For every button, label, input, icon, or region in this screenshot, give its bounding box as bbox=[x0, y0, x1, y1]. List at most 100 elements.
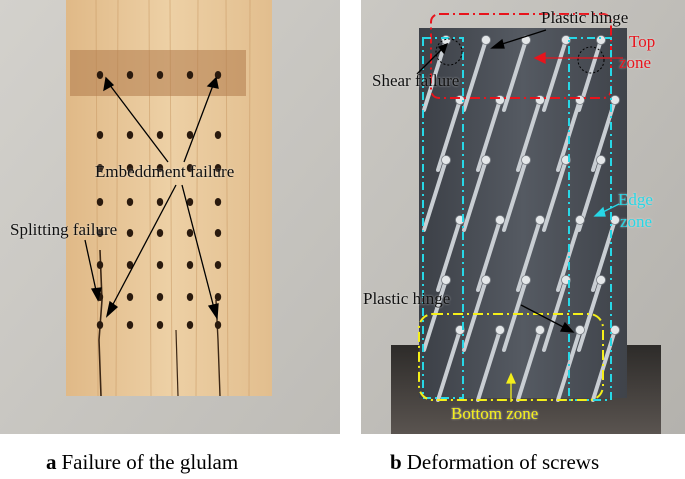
steel-plate bbox=[419, 28, 627, 398]
screw-hole bbox=[126, 293, 134, 301]
screw-hole bbox=[96, 131, 104, 139]
screw-hole bbox=[156, 164, 164, 172]
top-zone-arrow bbox=[533, 51, 623, 65]
screw-hole bbox=[96, 261, 104, 269]
screw-hole bbox=[186, 261, 194, 269]
screw-shaft bbox=[462, 158, 488, 232]
screw-shaft bbox=[577, 278, 603, 352]
shear-failure-circle bbox=[435, 38, 463, 66]
glulam-photo-drawing bbox=[0, 0, 340, 434]
screw-hole bbox=[96, 229, 104, 237]
shear-failure-label: Shear failure bbox=[372, 71, 460, 90]
screw-hole bbox=[214, 164, 222, 172]
edge-zone-box-left bbox=[422, 37, 464, 399]
screw-deformation-photo: Plastic hinge Top zone Shear failure Edg… bbox=[361, 0, 685, 434]
screw-head bbox=[535, 215, 545, 225]
screw-head bbox=[495, 95, 505, 105]
screw-shaft bbox=[436, 328, 462, 402]
edge-zone-label-line1: Edge bbox=[618, 190, 653, 209]
screw-photo-drawing bbox=[361, 0, 685, 434]
screw-head bbox=[596, 155, 606, 165]
screw-head bbox=[535, 95, 545, 105]
split-crack-mid bbox=[175, 329, 179, 397]
screw-hole bbox=[126, 198, 134, 206]
screw-hole bbox=[96, 164, 104, 172]
screw-head bbox=[575, 95, 585, 105]
edge-zone-arrow bbox=[593, 203, 620, 217]
screw-head bbox=[441, 155, 451, 165]
screw-head bbox=[596, 275, 606, 285]
edge-zone-box-right bbox=[568, 37, 612, 401]
glulam-failure-photo: Embeddment failure Splitting failure bbox=[0, 0, 340, 434]
screw-hole bbox=[126, 71, 134, 79]
screw-hole bbox=[156, 293, 164, 301]
screw-hole bbox=[186, 293, 194, 301]
screw-head bbox=[441, 275, 451, 285]
screw-hole bbox=[96, 321, 104, 329]
screw-shaft bbox=[422, 158, 448, 232]
caption-a-letter: a bbox=[46, 450, 57, 474]
top-zone-box bbox=[430, 13, 612, 99]
bottom-zone-label: Bottom zone bbox=[451, 404, 539, 423]
screw-head bbox=[561, 35, 571, 45]
screw-head bbox=[481, 155, 491, 165]
top-zone-label-line1: Top bbox=[629, 32, 656, 51]
screw-hole bbox=[156, 131, 164, 139]
screw-hole bbox=[214, 261, 222, 269]
screw-hole bbox=[126, 229, 134, 237]
screws bbox=[422, 35, 620, 402]
screw-hole bbox=[126, 261, 134, 269]
screw-head bbox=[495, 325, 505, 335]
screw-hole bbox=[96, 198, 104, 206]
plastic-hinge-bottom-label: Plastic hinge bbox=[363, 289, 451, 308]
screw-head bbox=[481, 35, 491, 45]
hinge-circle-top-right bbox=[577, 46, 605, 74]
screw-hole bbox=[214, 229, 222, 237]
screw-hole bbox=[126, 131, 134, 139]
screw-hole bbox=[156, 229, 164, 237]
screw-shaft bbox=[542, 38, 568, 112]
screw-head bbox=[535, 325, 545, 335]
screw-hole bbox=[214, 131, 222, 139]
split-crack-left bbox=[98, 249, 103, 397]
screw-hole bbox=[214, 321, 222, 329]
bottom-zone-arrow bbox=[505, 372, 517, 402]
screw-hole bbox=[214, 198, 222, 206]
screw-head bbox=[610, 325, 620, 335]
screw-head bbox=[575, 325, 585, 335]
plastic-hinge-top-label: Plastic hinge bbox=[541, 8, 629, 27]
screw-hole bbox=[186, 131, 194, 139]
screw-shaft bbox=[502, 158, 528, 232]
screw-shaft bbox=[502, 38, 528, 112]
screw-holes bbox=[96, 71, 222, 329]
screw-head bbox=[521, 155, 531, 165]
caption-a-text: Failure of the glulam bbox=[61, 450, 239, 474]
screw-hole bbox=[186, 321, 194, 329]
screw-hole bbox=[186, 164, 194, 172]
top-zone-label-line2: zone bbox=[619, 53, 652, 72]
annotation-arrows-b bbox=[416, 29, 575, 333]
screw-shaft bbox=[462, 38, 488, 112]
embedment-failure-label: Embeddment failure bbox=[95, 162, 235, 181]
screw-hole bbox=[186, 71, 194, 79]
screw-head bbox=[481, 275, 491, 285]
screw-shaft bbox=[542, 158, 568, 232]
screw-head bbox=[495, 215, 505, 225]
screw-head bbox=[521, 275, 531, 285]
screw-hole bbox=[126, 164, 134, 172]
screw-hole bbox=[156, 71, 164, 79]
screw-hole bbox=[214, 293, 222, 301]
screw-hole bbox=[186, 198, 194, 206]
screw-shaft bbox=[516, 328, 542, 402]
annotation-arrows bbox=[84, 76, 219, 320]
screw-hole bbox=[156, 261, 164, 269]
screw-hole bbox=[96, 71, 104, 79]
screw-shaft bbox=[476, 328, 502, 402]
screw-head bbox=[441, 35, 451, 45]
splitting-failure-label: Splitting failure bbox=[10, 220, 118, 239]
screw-head bbox=[575, 215, 585, 225]
caption-b-text: Deformation of screws bbox=[406, 450, 600, 474]
screw-hole bbox=[186, 229, 194, 237]
